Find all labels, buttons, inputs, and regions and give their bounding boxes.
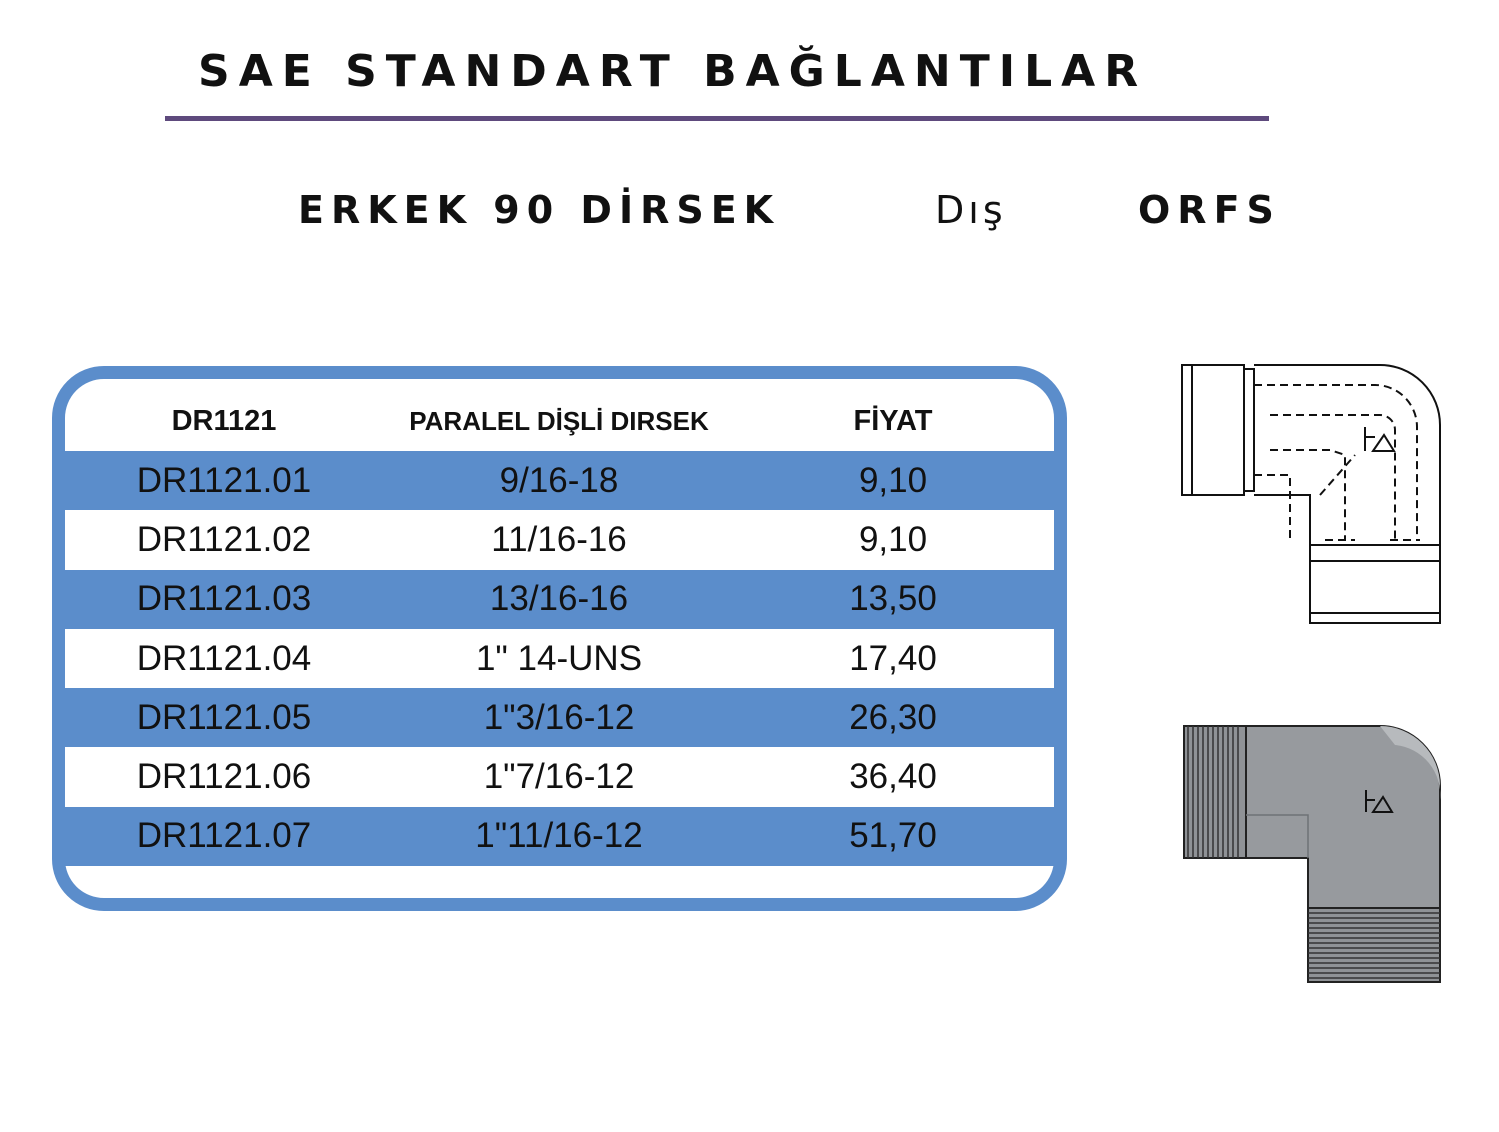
row-thread: 13/16-16: [489, 579, 629, 619]
table-row: DR1121.05 1"3/16-12 26,30: [65, 688, 1054, 748]
row-thread: 9/16-18: [499, 460, 619, 500]
table-row: DR1121.02 11/16-16 9,10: [65, 510, 1054, 569]
table-row: DR1121.01 9/16-18 9,10: [65, 451, 1054, 511]
row-code: DR1121.05: [136, 697, 312, 737]
row-code: DR1121.02: [136, 519, 312, 559]
title-rule: [165, 116, 1269, 121]
row-price: 36,40: [849, 757, 937, 797]
row-thread: 1"7/16-12: [483, 757, 635, 797]
header-price: FİYAT: [853, 405, 933, 437]
row-code: DR1121.01: [136, 460, 312, 500]
row-price: 26,30: [849, 697, 937, 737]
table-row: DR1121.06 1"7/16-12 36,40: [65, 747, 1054, 806]
row-price: 17,40: [849, 638, 937, 678]
row-code: DR1121.03: [136, 579, 312, 619]
elbow-fitting-drawing-icon: [1181, 364, 1441, 624]
row-code: DR1121.06: [136, 757, 312, 797]
row-price: 9,10: [858, 519, 928, 559]
row-thread: 11/16-16: [491, 519, 627, 559]
row-price: 9,10: [858, 460, 928, 500]
row-thread: 1" 14-UNS: [475, 638, 643, 678]
row-price: 13,50: [849, 579, 937, 619]
subtitle-type: Dış: [935, 188, 1007, 232]
subtitle-standard: ORFS: [1138, 188, 1281, 232]
table-row: DR1121.07 1"11/16-12 51,70: [65, 806, 1054, 867]
row-price: 51,70: [849, 816, 937, 856]
page-title: SAE STANDART BAĞLANTILAR: [198, 46, 1148, 97]
row-code: DR1121.07: [136, 816, 312, 856]
header-code: DR1121: [171, 405, 277, 437]
table-row: DR1121.04 1" 14-UNS 17,40: [65, 629, 1054, 688]
row-code: DR1121.04: [136, 638, 312, 678]
table-header-row: DR1121 PARALEL DİŞLİ DIRSEK FİYAT: [65, 392, 1054, 451]
row-thread: 1"11/16-12: [475, 816, 643, 856]
header-description: PARALEL DİŞLİ DIRSEK: [409, 406, 709, 436]
subtitle-product: ERKEK 90 DİRSEK: [298, 188, 781, 232]
price-table: DR1121 PARALEL DİŞLİ DIRSEK FİYAT DR1121…: [65, 392, 1054, 867]
table-row: DR1121.03 13/16-16 13,50: [65, 569, 1054, 629]
elbow-fitting-image-icon: [1183, 725, 1441, 983]
row-thread: 1"3/16-12: [483, 697, 635, 737]
